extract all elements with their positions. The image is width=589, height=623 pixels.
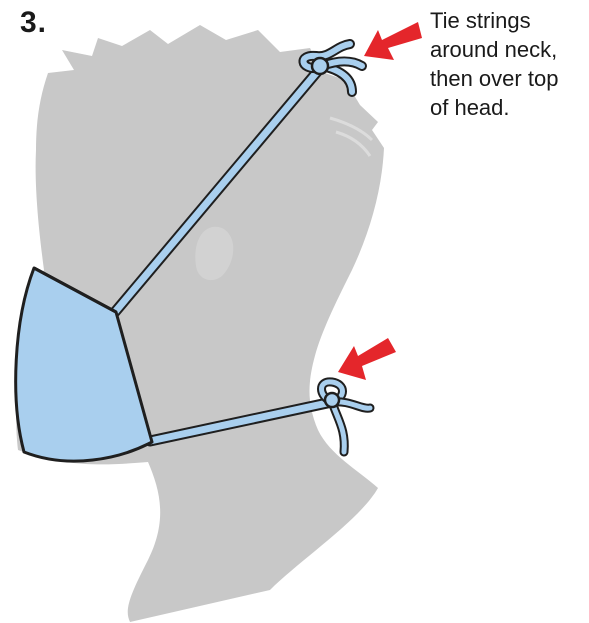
- instruction-caption: Tie strings around neck, then over top o…: [430, 6, 589, 122]
- bottom-knot: [322, 382, 371, 452]
- red-arrow-icon: [364, 22, 422, 60]
- instruction-line: Tie strings: [430, 6, 589, 35]
- instruction-line: around neck,: [430, 35, 589, 64]
- red-arrow-icon: [338, 338, 396, 380]
- instruction-line: then over top: [430, 64, 589, 93]
- instruction-line: of head.: [430, 93, 589, 122]
- step-number: 3.: [20, 6, 47, 40]
